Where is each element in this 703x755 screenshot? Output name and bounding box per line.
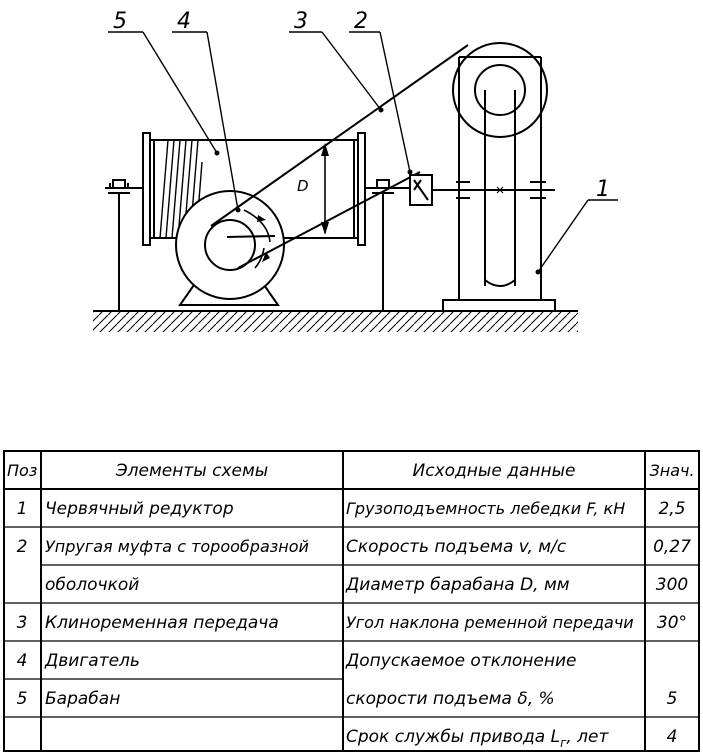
callout-2: 2 xyxy=(354,9,368,34)
callout-3: 3 xyxy=(294,9,308,34)
row-7-param: Срок службы привода Lг, лет xyxy=(346,727,610,750)
row-2-pos: 2 xyxy=(17,537,28,557)
row-2-param: Скорость подъема v, м/с xyxy=(346,537,567,557)
leader-lines xyxy=(108,31,618,273)
leader-dots xyxy=(214,107,541,275)
header-data: Исходные данные xyxy=(413,461,576,481)
row-2-value: 0,27 xyxy=(653,537,691,557)
left-bearing xyxy=(105,179,143,311)
row-7-param-main: Срок службы привода L xyxy=(346,727,560,747)
row-6-param: скорости подъема δ, % xyxy=(346,689,555,709)
row-6-element: Барабан xyxy=(45,689,120,709)
belt xyxy=(210,44,469,269)
row-4-pos: 3 xyxy=(17,613,28,633)
row-4-value: 30° xyxy=(657,613,687,633)
row-7-param-unit: , лет xyxy=(566,727,609,747)
ground xyxy=(93,310,578,332)
row-4-param: Угол наклона ременной передачи xyxy=(346,613,634,632)
row-5-element: Двигатель xyxy=(44,651,140,671)
header-pos: Поз xyxy=(7,461,37,480)
parameters-table: Поз Элементы схемы Исходные данные Знач.… xyxy=(3,450,700,752)
callout-5: 5 xyxy=(113,9,127,34)
row-1-value: 2,5 xyxy=(658,499,685,519)
rotation-arrows xyxy=(243,209,271,269)
right-bearing xyxy=(365,179,410,311)
row-1-pos: 1 xyxy=(17,499,28,519)
drum-diameter-label: D xyxy=(297,177,309,195)
row-2-element: Упругая муфта с торообразной xyxy=(45,537,309,556)
callout-1: 1 xyxy=(596,177,610,202)
callout-4: 4 xyxy=(177,9,191,34)
row-3-param: Диаметр барабана D, мм xyxy=(345,575,570,595)
row-3-element: оболочкой xyxy=(45,575,139,595)
motor xyxy=(175,190,285,306)
row-6-value: 5 xyxy=(667,689,678,709)
row-5-param: Допускаемое отклонение xyxy=(345,651,576,671)
row-7-value: 4 xyxy=(667,727,678,747)
row-1-element: Червячный редуктор xyxy=(45,499,234,519)
row-1-param: Грузоподъемность лебедки F, кН xyxy=(346,499,625,518)
row-6-pos: 5 xyxy=(17,689,28,709)
header-elements: Элементы схемы xyxy=(115,461,268,481)
coupling xyxy=(409,174,458,206)
worm-gearbox xyxy=(442,42,556,312)
row-3-value: 300 xyxy=(656,575,688,595)
row-7-param-subscript: г xyxy=(560,736,567,750)
row-4-element: Клиноременная передача xyxy=(45,613,279,633)
row-5-pos: 4 xyxy=(17,651,28,671)
header-value: Знач. xyxy=(649,461,694,480)
